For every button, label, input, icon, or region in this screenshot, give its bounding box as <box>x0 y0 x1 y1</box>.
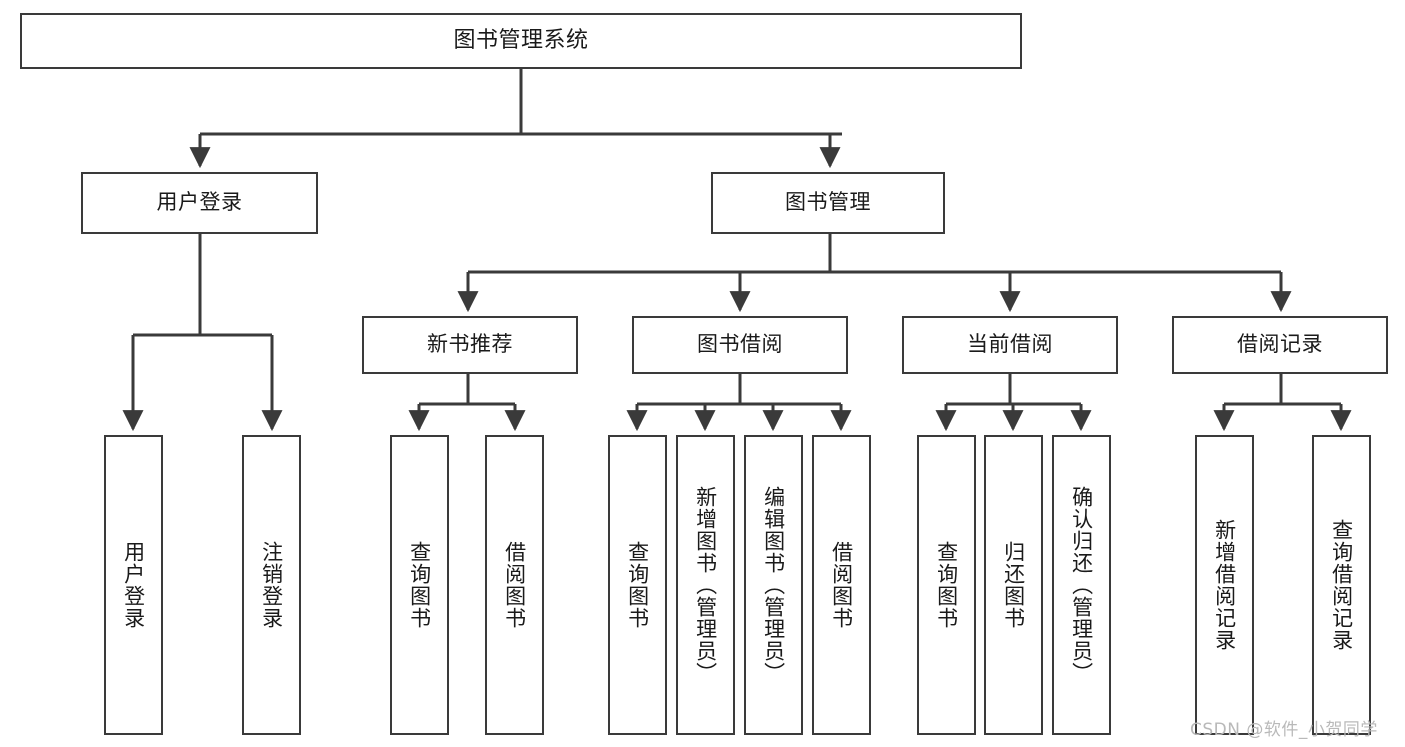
csdn-watermark: CSDN @软件_小贺同学 <box>1190 720 1378 740</box>
leaf-add-borrow-record[interactable]: 新增借阅记录 <box>1195 435 1254 735</box>
node-label: 编辑图书（管理员） <box>761 486 786 684</box>
node-label: 注销登录 <box>259 541 284 629</box>
leaf-book-borrow-query[interactable]: 查询图书 <box>608 435 667 735</box>
leaf-book-borrow-action[interactable]: 借阅图书 <box>812 435 871 735</box>
node-book-borrow[interactable]: 图书借阅 <box>632 316 848 374</box>
leaf-user-login[interactable]: 用户登录 <box>104 435 163 735</box>
node-label: 借阅图书 <box>829 541 854 629</box>
leaf-return-book[interactable]: 归还图书 <box>984 435 1043 735</box>
leaf-new-book-borrow[interactable]: 借阅图书 <box>485 435 544 735</box>
node-label: 查询图书 <box>934 541 959 629</box>
node-label: 查询图书 <box>407 541 432 629</box>
node-user-login[interactable]: 用户登录 <box>81 172 318 234</box>
leaf-current-borrow-query[interactable]: 查询图书 <box>917 435 976 735</box>
node-book-management[interactable]: 图书管理 <box>711 172 945 234</box>
leaf-query-borrow-record[interactable]: 查询借阅记录 <box>1312 435 1371 735</box>
leaf-logout[interactable]: 注销登录 <box>242 435 301 735</box>
leaf-book-edit-admin[interactable]: 编辑图书（管理员） <box>744 435 803 735</box>
node-label: 图书借阅 <box>697 332 783 357</box>
node-label: 查询图书 <box>625 541 650 629</box>
leaf-confirm-return-admin[interactable]: 确认归还（管理员） <box>1052 435 1111 735</box>
node-label: 查询借阅记录 <box>1329 519 1354 651</box>
node-borrow-record[interactable]: 借阅记录 <box>1172 316 1388 374</box>
leaf-new-book-query[interactable]: 查询图书 <box>390 435 449 735</box>
node-label: 用户登录 <box>156 190 243 215</box>
node-label: 用户登录 <box>121 541 146 629</box>
node-label: 新增图书（管理员） <box>693 486 718 684</box>
node-root-book-management-system[interactable]: 图书管理系统 <box>20 13 1022 69</box>
node-label: 借阅记录 <box>1237 332 1323 357</box>
node-label: 借阅图书 <box>502 541 527 629</box>
node-label: 图书管理系统 <box>453 27 589 53</box>
node-label: 图书管理 <box>785 190 871 215</box>
node-label: 新书推荐 <box>427 332 513 357</box>
node-current-borrow[interactable]: 当前借阅 <box>902 316 1118 374</box>
node-label: 新增借阅记录 <box>1212 519 1237 651</box>
leaf-book-add-admin[interactable]: 新增图书（管理员） <box>676 435 735 735</box>
node-label: 归还图书 <box>1001 541 1026 629</box>
node-new-book-recommend[interactable]: 新书推荐 <box>362 316 578 374</box>
node-label: 当前借阅 <box>967 332 1053 357</box>
node-label: 确认归还（管理员） <box>1069 486 1094 684</box>
